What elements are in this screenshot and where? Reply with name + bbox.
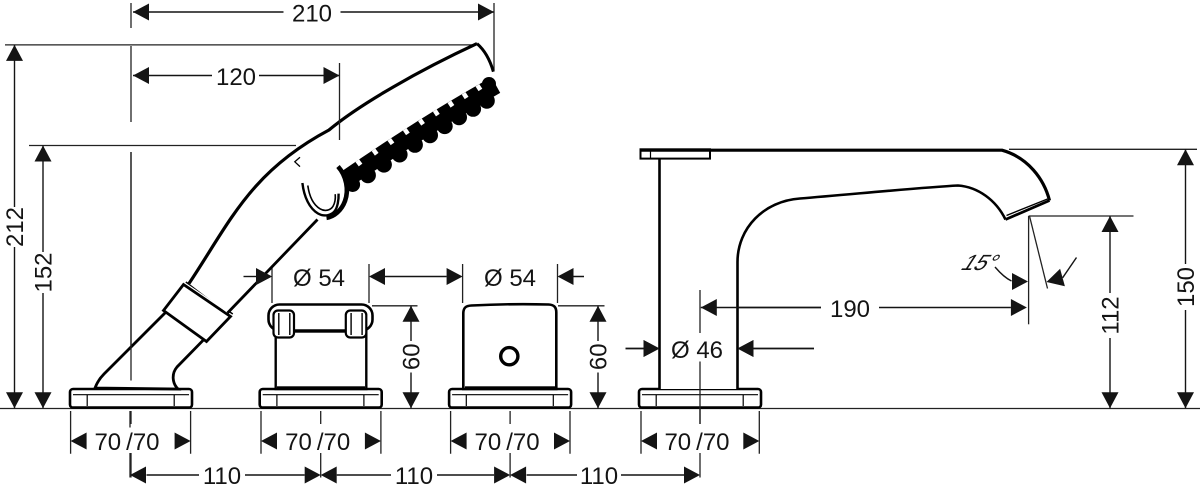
svg-text:120: 120 — [216, 64, 256, 91]
svg-text:110: 110 — [395, 463, 433, 490]
svg-text:190: 190 — [830, 296, 870, 323]
svg-text:110: 110 — [203, 463, 241, 490]
svg-text:112: 112 — [1098, 296, 1125, 334]
svg-text:212: 212 — [2, 207, 29, 247]
svg-text:Ø 54: Ø 54 — [293, 265, 345, 292]
svg-text:Ø 54: Ø 54 — [484, 265, 536, 292]
svg-text:110: 110 — [580, 463, 618, 490]
svg-text:70/70: 70/70 — [94, 429, 159, 456]
svg-text:70/70: 70/70 — [475, 429, 540, 456]
svg-text:Ø 46: Ø 46 — [671, 337, 723, 364]
svg-text:70/70: 70/70 — [285, 429, 350, 456]
svg-text:210: 210 — [292, 0, 332, 27]
svg-text:60: 60 — [399, 343, 426, 370]
svg-text:152: 152 — [31, 252, 58, 292]
svg-text:150: 150 — [1173, 267, 1200, 307]
svg-text:70/70: 70/70 — [664, 429, 729, 456]
svg-text:60: 60 — [586, 343, 613, 370]
